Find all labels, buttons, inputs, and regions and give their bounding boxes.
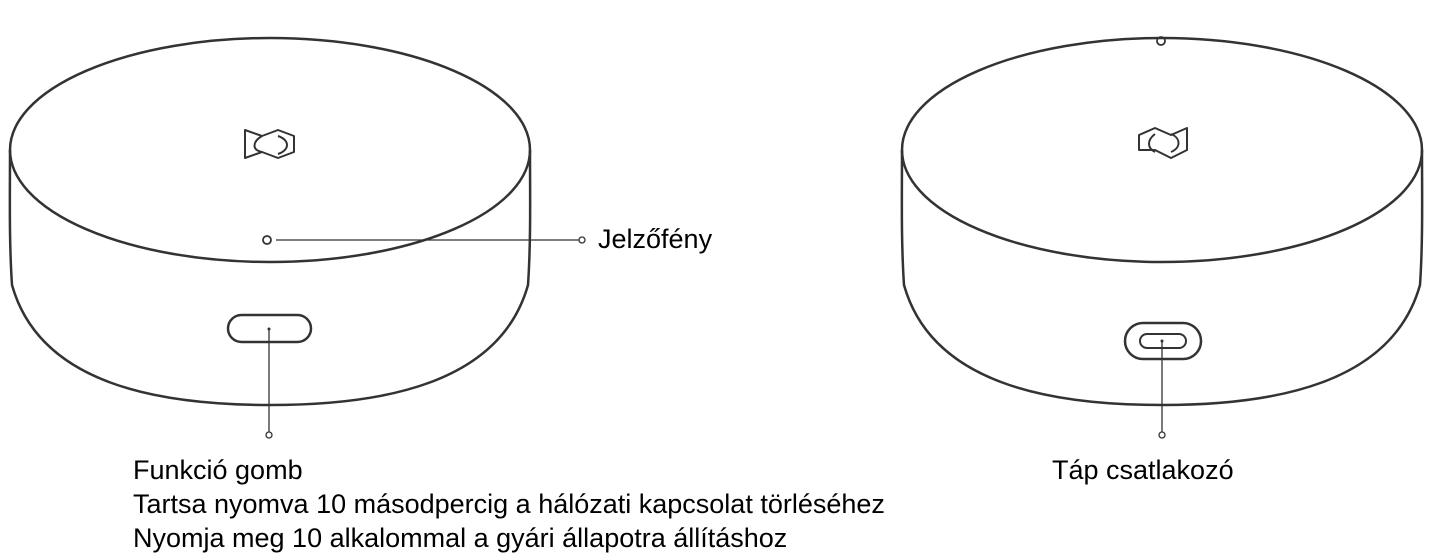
indicator-leader-end — [578, 236, 586, 244]
power-connector-outer — [1123, 321, 1203, 361]
power-leader-end — [1158, 431, 1166, 439]
hub-front-top — [8, 36, 532, 264]
press-instruction-text: Nyomja meg 10 alkalommal a gyári állapot… — [133, 523, 788, 553]
indicator-light-label: Jelzőfény — [598, 224, 713, 254]
power-connector-inner — [1139, 333, 1187, 349]
back-top-dot — [1156, 36, 1166, 46]
mi-home-logo-icon — [1138, 127, 1188, 159]
function-leader-end — [265, 431, 273, 439]
indicator-light-callout — [262, 235, 586, 245]
power-connector-callout — [1158, 339, 1166, 439]
hub-front-body — [8, 149, 532, 407]
hub-back-top — [900, 36, 1424, 264]
mi-home-logo-icon — [244, 129, 295, 159]
power-connector-label: Táp csatlakozó — [1052, 455, 1234, 485]
function-button-label: Funkció gomb — [133, 455, 303, 485]
hold-instruction-text: Tartsa nyomva 10 másodpercig a hálózati … — [133, 489, 885, 519]
indicator-light-dot — [262, 235, 272, 245]
function-button-callout — [265, 327, 273, 439]
hub-front-view — [8, 36, 532, 407]
